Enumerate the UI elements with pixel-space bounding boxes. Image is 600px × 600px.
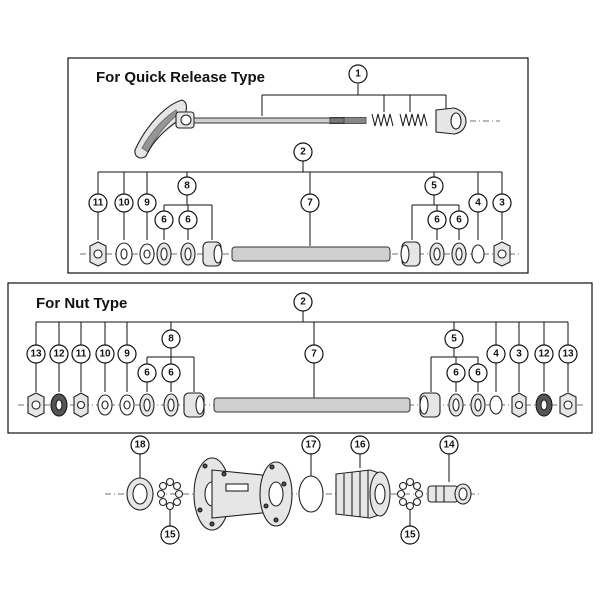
nut-callout-8: 8	[161, 329, 181, 349]
nut-callout-6c: 6	[446, 363, 466, 383]
nut-callout-2: 2	[293, 292, 313, 312]
bottom-callout-15-left: 15	[160, 525, 180, 545]
nut-type-title: For Nut Type	[36, 295, 127, 312]
bottom-leaders	[139, 454, 450, 526]
qr-washer-4	[471, 244, 485, 264]
bearing-balls-15-left	[156, 477, 184, 511]
nut-callout-6b: 6	[161, 363, 181, 383]
nut-callout-11: 11	[71, 344, 91, 364]
svg-text:7: 7	[307, 198, 313, 209]
qr-callout-6c: 6	[427, 210, 447, 230]
svg-text:8: 8	[184, 181, 190, 192]
qr-callout-7: 7	[300, 193, 320, 213]
svg-text:16: 16	[354, 440, 366, 451]
svg-text:9: 9	[144, 198, 150, 209]
svg-text:15: 15	[404, 530, 416, 541]
nut-callout-3: 3	[509, 344, 529, 364]
nut-callout-7: 7	[304, 344, 324, 364]
svg-text:10: 10	[118, 198, 130, 209]
nut-callout-13a: 13	[26, 344, 46, 364]
svg-text:2: 2	[300, 297, 306, 308]
svg-text:8: 8	[168, 334, 174, 345]
qr-parts-row	[80, 241, 520, 267]
svg-text:5: 5	[431, 181, 437, 192]
freehub-body-16	[335, 469, 391, 519]
svg-text:4: 4	[493, 349, 499, 360]
nut-callout-12b: 12	[534, 344, 554, 364]
nut-callout-10: 10	[95, 344, 115, 364]
nut-axle-7	[213, 397, 411, 413]
qr-callout-2: 2	[293, 142, 313, 162]
bottom-callout-18: 18	[130, 435, 150, 455]
nut-callout-9: 9	[117, 344, 137, 364]
svg-text:6: 6	[168, 368, 174, 379]
svg-text:6: 6	[456, 215, 462, 226]
svg-text:3: 3	[499, 198, 505, 209]
bottom-callout-17: 17	[301, 435, 321, 455]
callout-1-leaders	[261, 84, 447, 116]
spacer-ring-17	[298, 475, 324, 513]
svg-text:11: 11	[93, 198, 104, 209]
svg-text:10: 10	[99, 349, 111, 360]
nut-callout-13b: 13	[558, 344, 578, 364]
svg-text:4: 4	[475, 198, 481, 209]
bottom-callout-14: 14	[439, 435, 459, 455]
svg-text:9: 9	[124, 349, 130, 360]
quick-release-skewer	[134, 99, 500, 159]
qr-callout-3: 3	[492, 193, 512, 213]
qr-callout-11: 11	[88, 193, 108, 213]
qr-callout-2-leaders	[97, 161, 503, 246]
svg-text:7: 7	[311, 349, 317, 360]
nut-callout-12a: 12	[49, 344, 69, 364]
nut-callout-6d: 6	[468, 363, 488, 383]
bearing-balls-15-right	[396, 477, 424, 511]
qr-callout-9: 9	[137, 193, 157, 213]
svg-text:12: 12	[538, 349, 550, 360]
svg-text:12: 12	[53, 349, 65, 360]
nut-type-frame	[7, 282, 593, 434]
nut-callout-2-leaders	[35, 311, 569, 398]
nut-parts-row	[18, 392, 585, 418]
svg-text:18: 18	[134, 440, 146, 451]
svg-text:15: 15	[164, 530, 176, 541]
qr-callout-6a: 6	[154, 210, 174, 230]
qr-callout-8: 8	[177, 176, 197, 196]
svg-text:1: 1	[355, 69, 361, 80]
svg-text:17: 17	[305, 440, 317, 451]
quick-release-title: For Quick Release Type	[96, 69, 265, 86]
nut-callout-5: 5	[444, 329, 464, 349]
svg-text:5: 5	[451, 334, 457, 345]
hub-shell	[193, 457, 293, 531]
qr-callout-6d: 6	[449, 210, 469, 230]
qr-callout-4: 4	[468, 193, 488, 213]
svg-text:6: 6	[161, 215, 167, 226]
svg-text:13: 13	[562, 349, 574, 360]
bottom-callout-15-right: 15	[400, 525, 420, 545]
nut-callout-4: 4	[486, 344, 506, 364]
bottom-parts	[105, 457, 480, 531]
qr-callout-10: 10	[114, 193, 134, 213]
fixing-bolt-14	[427, 483, 472, 505]
svg-text:13: 13	[30, 349, 42, 360]
svg-text:6: 6	[434, 215, 440, 226]
svg-text:6: 6	[475, 368, 481, 379]
svg-text:2: 2	[300, 147, 306, 158]
nut-washer-4	[489, 395, 503, 415]
svg-text:11: 11	[76, 349, 87, 360]
svg-text:6: 6	[185, 215, 191, 226]
svg-text:3: 3	[516, 349, 522, 360]
qr-callout-1: 1	[348, 64, 368, 84]
svg-text:6: 6	[144, 368, 150, 379]
qr-callout-5: 5	[424, 176, 444, 196]
svg-text:14: 14	[443, 440, 455, 451]
qr-axle-7	[231, 246, 391, 262]
bottom-callout-16: 16	[350, 435, 370, 455]
svg-text:6: 6	[453, 368, 459, 379]
qr-callout-6b: 6	[178, 210, 198, 230]
quick-release-frame	[67, 57, 529, 274]
nut-callout-6a: 6	[137, 363, 157, 383]
